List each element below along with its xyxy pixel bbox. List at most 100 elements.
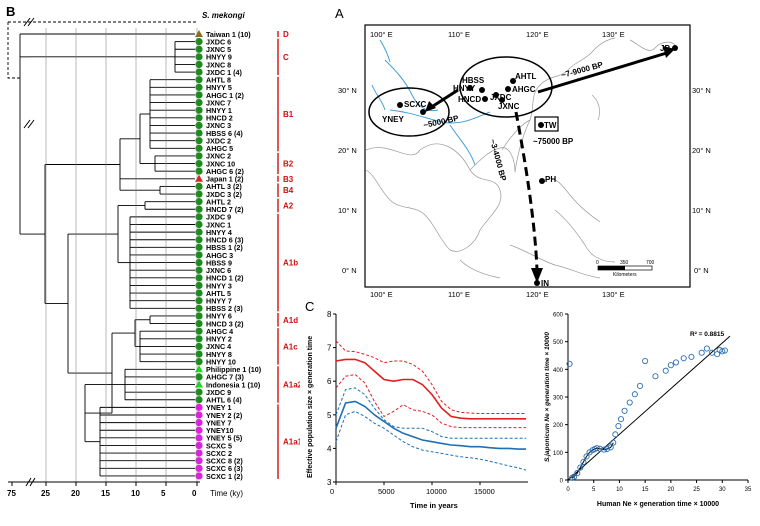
leaf-circle-marker (195, 358, 203, 366)
scatter-point (580, 458, 587, 466)
leaf-label: HNCD 1 (2) (206, 274, 244, 283)
leaf-circle-marker (195, 457, 203, 465)
time-tick-label: 20 (71, 489, 80, 498)
clade-label: B4 (283, 186, 294, 195)
time-axis-label: Time (ky) (210, 489, 243, 498)
leaf-circle-marker (195, 121, 203, 130)
panel-letter-c: C (305, 300, 314, 314)
leaf-label: JXDC 1 (4) (206, 68, 243, 77)
leaf-label: YNEY10 (206, 426, 234, 435)
leaf-circle-marker (195, 152, 203, 160)
leaf-label: JXDC 6 (206, 37, 231, 46)
axis-break-mark (25, 477, 36, 487)
leaf-circle-marker (195, 137, 203, 145)
svg-text:700: 700 (646, 260, 655, 266)
y-tick-label: 600 (553, 313, 564, 319)
leaf-circle-marker (195, 281, 203, 290)
leaf-label: HBSS 2 (3) (206, 304, 243, 313)
migration-map: A 100° E 110° E 120° E 130° E 100° (335, 6, 711, 299)
svg-text:HNYY: HNYY (453, 84, 476, 93)
leaf-label: AHTL 8 (206, 76, 231, 85)
y-tick-label: 8 (327, 310, 332, 319)
svg-text:JXDC: JXDC (490, 93, 512, 102)
leaf-circle-marker (195, 167, 203, 175)
clade-label: A1b (283, 259, 298, 268)
migration-arrows (425, 46, 675, 283)
scatter-point (662, 367, 669, 374)
leaf-circle-marker (195, 449, 203, 457)
x-tick-label: 20 (668, 487, 675, 493)
svg-text:110° E: 110° E (448, 30, 470, 39)
leaf-circle-marker (195, 274, 203, 282)
scatter-point (652, 373, 659, 380)
leaf-label: YNEY 1 (206, 403, 231, 412)
svg-text:HBSS: HBSS (462, 76, 485, 85)
leaf-circle-marker (195, 388, 203, 396)
svg-text:120° E: 120° E (526, 30, 549, 39)
leaf-label: AHGC 4 (206, 327, 233, 336)
leaf-circle-marker (195, 213, 203, 221)
leaf-label: AHTL 3 (2) (206, 182, 242, 191)
scatter-point (636, 382, 644, 389)
y-tick-label: 6 (327, 377, 332, 386)
time-tick-label: 5 (161, 489, 166, 498)
leaf-label: HNYY 8 (206, 350, 232, 359)
leaf-label: JXDC 3 (2) (206, 190, 243, 199)
leaf-label: HNCD 3 (2) (206, 319, 244, 328)
leaf-label: HNYY 2 (206, 335, 232, 344)
svg-text:HNCD: HNCD (458, 95, 481, 104)
y-tick-label: 100 (553, 451, 564, 457)
time-tick-label: 0 (192, 489, 197, 498)
scatter-point (642, 357, 649, 365)
x-tick-label: 10 (616, 487, 623, 493)
panel-letter-a: A (335, 6, 344, 21)
leaf-circle-marker (195, 411, 203, 419)
leaf-label: HNYY 3 (206, 281, 232, 290)
svg-text:130° E: 130° E (602, 290, 625, 299)
x-tick-label: 5000 (378, 487, 395, 496)
scatter-point (721, 347, 728, 354)
leaf-label: AHGC 3 (206, 251, 233, 260)
map-grid-labels: 100° E 110° E 120° E 130° E 100° E 110° … (338, 30, 711, 299)
leaf-circle-marker (195, 243, 203, 251)
leaf-label: SCXC 6 (3) (206, 464, 243, 473)
scatter-point (615, 423, 622, 430)
leaf-circle-marker (195, 83, 203, 91)
x-tick-label: 35 (745, 487, 752, 493)
y-tick-label: 4 (327, 444, 332, 453)
svg-text:PH: PH (545, 175, 556, 184)
leaf-label: AHTL 5 (206, 289, 231, 298)
scatter-point (596, 445, 603, 452)
map-frame (364, 24, 691, 288)
scatter-point (626, 399, 633, 406)
scatter-point (607, 444, 614, 451)
leaf-label: Taiwan 1 (10) (206, 30, 251, 39)
leaf-label: JXDC 9 (206, 388, 231, 397)
scatter-point (612, 431, 619, 438)
leaf-circle-marker (195, 434, 203, 442)
scatter-point (631, 391, 638, 398)
leaf-circle-marker (195, 76, 203, 84)
svg-text:10° N: 10° N (338, 206, 357, 215)
leaf-label: YNEY 2 (2) (206, 411, 243, 420)
leaf-label: YNEY 7 (206, 418, 231, 427)
leaf-circle-marker (195, 396, 203, 404)
time-tick-label: 10 (131, 489, 140, 498)
leaf-label: JXNC 8 (206, 60, 231, 69)
y-tick-label: 5 (327, 411, 332, 420)
leaf-label: HNYY 6 (206, 312, 232, 321)
leaf-label: HNCD 2 (206, 114, 233, 123)
leaf-circle-marker (195, 403, 203, 411)
leaf-circle-marker (195, 205, 203, 213)
svg-text:30° N: 30° N (692, 86, 711, 95)
regression-line (567, 335, 731, 481)
leaf-label: AHGC 1 (2) (206, 91, 245, 100)
svg-text:0° N: 0° N (694, 266, 709, 275)
y-axis-label: Effective population size × generation t… (307, 336, 314, 478)
svg-text:AHTL: AHTL (515, 72, 536, 81)
leaf-circle-marker (195, 198, 203, 206)
